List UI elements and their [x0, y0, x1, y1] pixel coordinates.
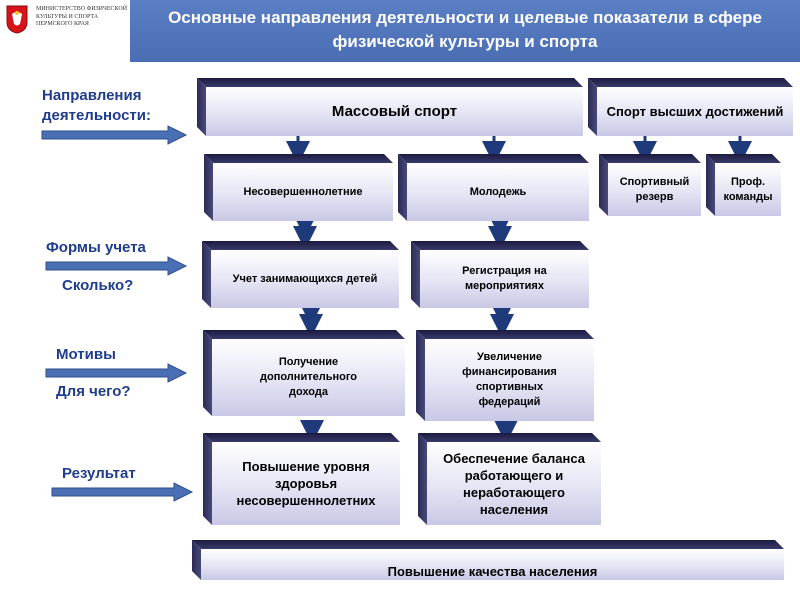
header-banner: Основные направления деятельности и целе…	[130, 0, 800, 62]
coat-of-arms-icon	[6, 5, 28, 34]
label-motives: Мотивы	[56, 346, 116, 363]
box-label: Молодежь	[407, 163, 589, 221]
box-label: Увеличение финансирования спортивных фед…	[425, 339, 594, 421]
box-label: Регистрация на мероприятиях	[420, 250, 589, 308]
label-forms: Формы учета	[46, 239, 146, 256]
box-high-sport: Спорт высших достижений	[588, 78, 793, 136]
box-extra-income: Получение дополнительного дохода	[203, 330, 405, 416]
box-sport-reserve: Спортивный резерв	[599, 154, 701, 216]
arrow-right-icon	[45, 363, 188, 383]
box-federation-funding: Увеличение финансирования спортивных фед…	[416, 330, 594, 421]
box-label: Обеспечение баланса работающего и нерабо…	[427, 442, 601, 525]
label-result: Результат	[62, 465, 136, 482]
label-why: Для чего?	[56, 383, 131, 400]
box-label: Повышение качества населения	[201, 549, 784, 580]
box-label: Проф. команды	[715, 163, 781, 216]
box-registration: Регистрация на мероприятиях	[411, 241, 589, 308]
box-pro-teams: Проф. команды	[706, 154, 781, 216]
box-minors-health: Повышение уровня здоровья несовершенноле…	[203, 433, 400, 525]
box-label: Массовый спорт	[206, 87, 583, 136]
label-how-many: Сколько?	[62, 277, 134, 294]
page-title: Основные направления деятельности и целе…	[168, 8, 762, 51]
box-label: Спортивный резерв	[608, 163, 701, 216]
box-label: Получение дополнительного дохода	[212, 339, 405, 416]
ministry-name: МИНИСТЕРСТВО ФИЗИЧЕСКОЙ КУЛЬТУРЫ И СПОРТ…	[36, 6, 128, 27]
box-kids-count: Учет занимающихся детей	[202, 241, 399, 308]
box-label: Несовершеннолетние	[213, 163, 393, 221]
box-youth: Молодежь	[398, 154, 589, 221]
ministry-logo: МИНИСТЕРСТВО ФИЗИЧЕСКОЙ КУЛЬТУРЫ И СПОРТ…	[0, 0, 128, 62]
arrow-right-icon	[51, 482, 194, 502]
box-label: Повышение уровня здоровья несовершенноле…	[212, 442, 400, 525]
box-population-balance: Обеспечение баланса работающего и нерабо…	[418, 433, 601, 525]
box-population-quality: Повышение качества населения	[192, 540, 784, 580]
box-label: Спорт высших достижений	[597, 87, 793, 136]
box-label: Учет занимающихся детей	[211, 250, 399, 308]
box-mass-sport: Массовый спорт	[197, 78, 583, 136]
arrow-right-icon	[41, 125, 188, 145]
arrow-right-icon	[45, 256, 188, 276]
box-minors: Несовершеннолетние	[204, 154, 393, 221]
label-directions: Направления деятельности:	[42, 87, 151, 124]
